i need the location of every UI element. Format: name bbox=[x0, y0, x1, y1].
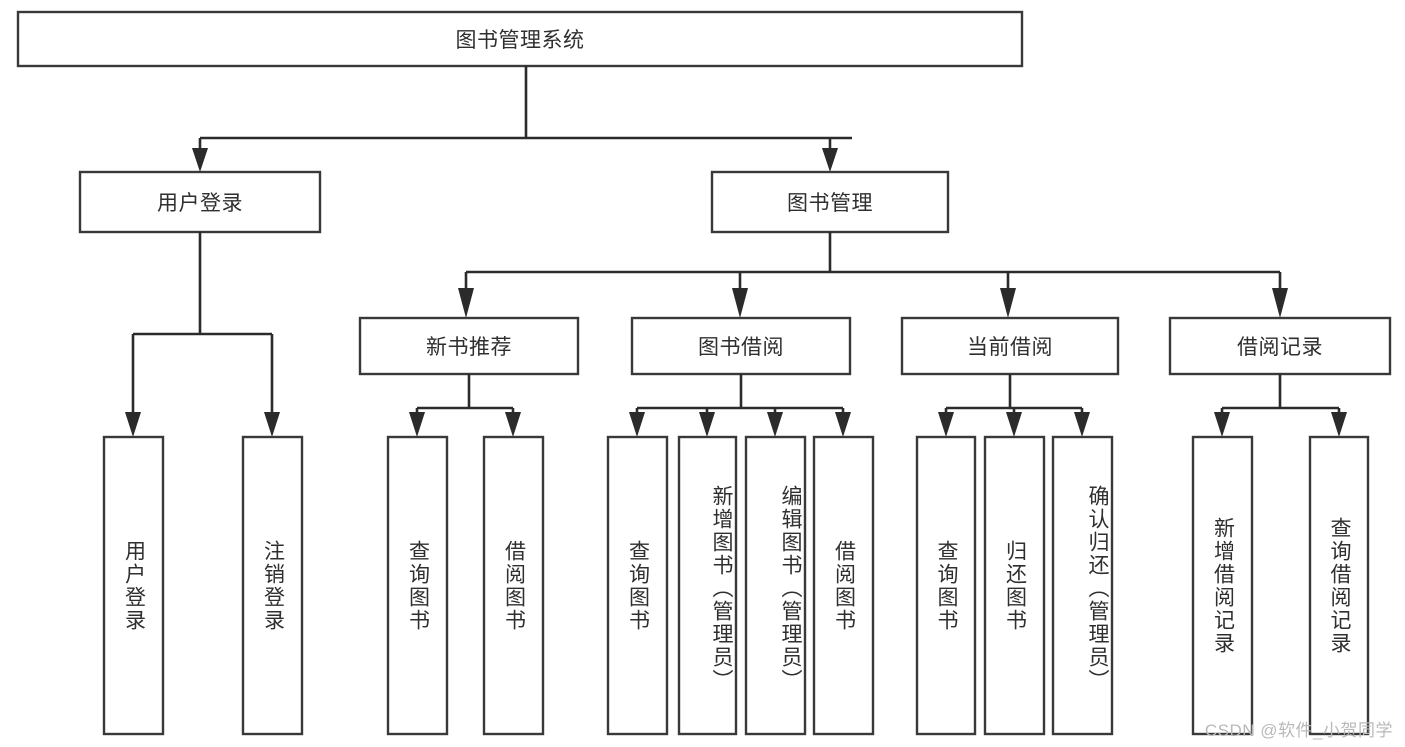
arrowhead-to-leaf-edit-book bbox=[767, 412, 783, 437]
node-box-leaf-borrow-book-1[interactable] bbox=[482, 435, 545, 736]
arrowhead-to-leaf-return-book bbox=[1006, 412, 1022, 437]
arrowhead-to-leaf-user-logout bbox=[264, 412, 280, 437]
node-box-root[interactable] bbox=[16, 10, 1024, 68]
node-box-leaf-confirm-return[interactable] bbox=[1051, 435, 1114, 736]
arrowhead-to-leaf-borrow-book-1 bbox=[505, 412, 521, 437]
arrowhead-to-leaf-query-book-1 bbox=[409, 412, 425, 437]
arrowhead-to-book-borrow bbox=[732, 288, 748, 318]
connector-userlogin-to-leaves bbox=[125, 232, 280, 437]
arrowhead-to-leaf-add-book bbox=[699, 412, 715, 437]
connector-root-to-level2 bbox=[192, 66, 852, 172]
node-box-leaf-user-login[interactable] bbox=[102, 435, 165, 736]
arrowhead-to-user-login bbox=[192, 148, 208, 172]
node-box-leaf-query-book-2[interactable] bbox=[606, 435, 669, 736]
connector-currentborrow-to-leaves bbox=[938, 374, 1090, 437]
node-box-book-borrow[interactable] bbox=[630, 316, 852, 376]
node-box-current-borrow[interactable] bbox=[900, 316, 1120, 376]
connector-newbook-to-leaves bbox=[409, 374, 521, 437]
node-box-book-management[interactable] bbox=[710, 170, 950, 234]
connector-bookborrow-to-leaves bbox=[629, 374, 851, 437]
node-box-leaf-borrow-book-2[interactable] bbox=[812, 435, 875, 736]
arrowhead-to-book-management bbox=[822, 148, 838, 172]
node-box-leaf-edit-book[interactable] bbox=[744, 435, 807, 736]
node-box-leaf-query-book-3[interactable] bbox=[915, 435, 977, 736]
arrowhead-to-leaf-query-book-2 bbox=[629, 412, 645, 437]
arrowhead-to-leaf-confirm-return bbox=[1074, 412, 1090, 437]
arrowhead-to-current-borrow bbox=[1000, 288, 1016, 318]
node-box-leaf-add-record[interactable] bbox=[1191, 435, 1254, 736]
watermark-text: CSDN @软件_小贺同学 bbox=[1204, 721, 1393, 740]
node-box-borrow-record[interactable] bbox=[1168, 316, 1392, 376]
node-box-leaf-user-logout[interactable] bbox=[241, 435, 304, 736]
node-box-user-login[interactable] bbox=[78, 170, 322, 234]
arrowhead-to-leaf-query-record bbox=[1331, 412, 1347, 437]
arrowhead-to-new-book-recommend bbox=[458, 288, 474, 318]
node-box-new-book-recommend[interactable] bbox=[358, 316, 580, 376]
arrowhead-to-leaf-user-login bbox=[125, 412, 141, 437]
node-box-leaf-query-record[interactable] bbox=[1308, 435, 1370, 736]
node-box-leaf-add-book[interactable] bbox=[677, 435, 738, 736]
node-box-leaf-query-book-1[interactable] bbox=[386, 435, 449, 736]
connector-bookmgmt-to-level3 bbox=[458, 232, 1288, 318]
arrowhead-to-leaf-add-record bbox=[1214, 412, 1230, 437]
arrowhead-to-borrow-record bbox=[1272, 288, 1288, 318]
arrowhead-to-leaf-query-book-3 bbox=[938, 412, 954, 437]
arrowhead-to-leaf-borrow-book-2 bbox=[835, 412, 851, 437]
node-box-leaf-return-book[interactable] bbox=[983, 435, 1046, 736]
connector-borrowrecord-to-leaves bbox=[1214, 374, 1347, 437]
